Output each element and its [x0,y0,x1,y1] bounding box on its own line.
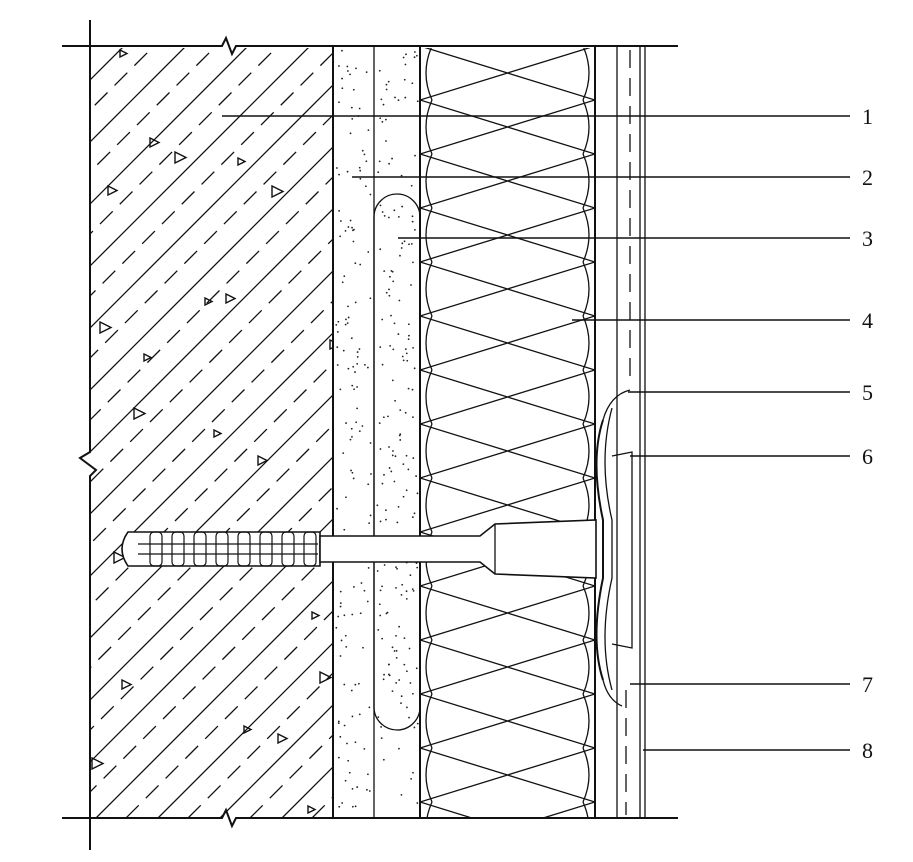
insulation-board [419,46,596,818]
anchor-disc [595,389,633,707]
callout-8: 8 [862,738,873,763]
callout-2: 2 [862,165,873,190]
leveling-mortar [335,46,419,818]
anchor-fastener [121,519,597,579]
callout-leaders [222,115,850,751]
render-layers [616,46,646,818]
callout-5: 5 [862,380,873,405]
callout-1: 1 [862,104,873,129]
concrete-wall [90,48,333,818]
callout-6: 6 [862,444,873,469]
callout-3: 3 [862,226,873,251]
callout-4: 4 [862,308,873,333]
callout-labels: 1 2 3 4 5 6 7 8 [862,104,873,763]
callout-7: 7 [862,672,873,697]
break-lines [62,20,678,850]
adhesive-bead [373,193,421,731]
